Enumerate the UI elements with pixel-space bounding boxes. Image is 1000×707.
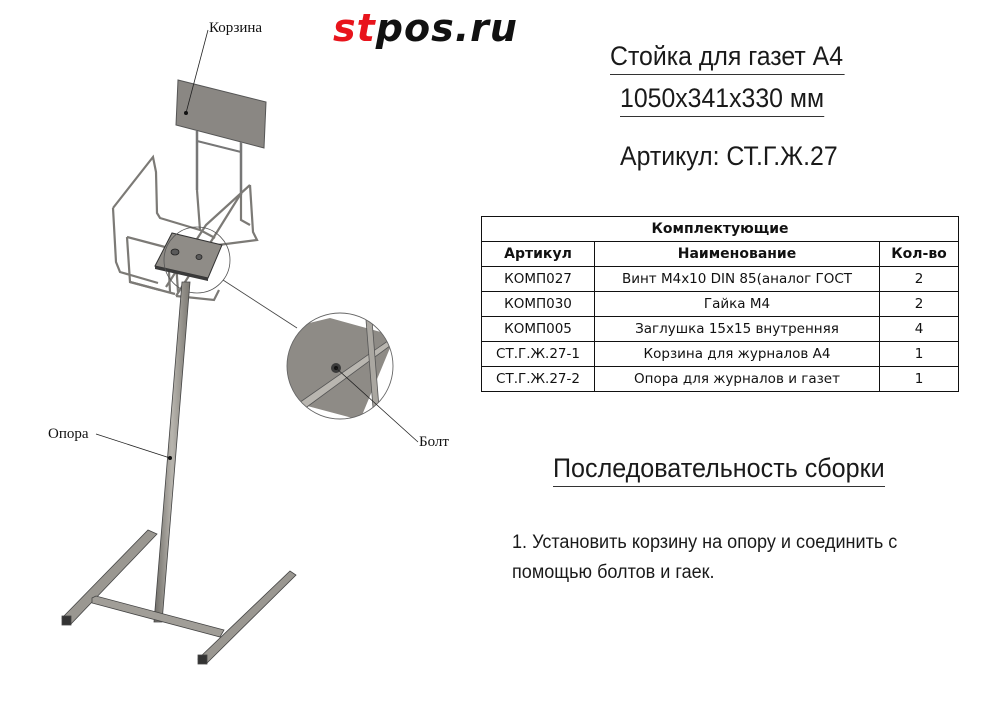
- cell-article: КОМП027: [481, 266, 595, 292]
- callout-support: Опора: [48, 426, 89, 442]
- basket-leader-line: [185, 29, 209, 114]
- components-table: Комплектующие Артикул Наименование Кол-в…: [481, 216, 959, 392]
- cell-name: Опора для журналов и газет: [594, 366, 880, 392]
- product-article: Артикул: СТ.Г.Ж.27: [620, 141, 838, 171]
- callout-bolt: Болт: [419, 434, 449, 450]
- column-header-article: Артикул: [481, 241, 595, 267]
- support-pole: [153, 281, 191, 623]
- logo-accent-text: st: [333, 6, 376, 50]
- support-base: [61, 529, 297, 665]
- cell-qty: 2: [879, 291, 959, 317]
- callout-basket: Корзина: [209, 20, 263, 36]
- column-header-qty: Кол-во: [879, 241, 959, 267]
- assembly-step-1-line-1: 1. Установить корзину на опору и соедини…: [512, 532, 898, 553]
- cell-article: КОМП005: [481, 316, 595, 342]
- logo-main-text: pos.ru: [375, 6, 518, 50]
- mounting-plate: [154, 232, 223, 281]
- table-row: КОМП030 Гайка М4 2: [481, 291, 959, 317]
- basket-leader-dot: [184, 111, 188, 115]
- table-row: СТ.Г.Ж.27-1 Корзина для журналов А4 1: [481, 341, 959, 367]
- cell-qty: 1: [879, 366, 959, 392]
- table-header-row: Артикул Наименование Кол-во: [481, 241, 959, 267]
- table-row: КОМП027 Винт М4х10 DIN 85(аналог ГОСТ 2: [481, 266, 959, 292]
- sign-plate: [175, 79, 267, 195]
- support-leader-dot: [168, 456, 172, 460]
- table-title: Комплектующие: [481, 216, 959, 242]
- assembly-step-1-line-2: помощью болтов и гаек.: [512, 562, 715, 583]
- stand-drawing: [61, 29, 419, 665]
- cell-name: Гайка М4: [594, 291, 880, 317]
- cell-name: Корзина для журналов А4: [594, 341, 880, 367]
- cell-article: СТ.Г.Ж.27-2: [481, 366, 595, 392]
- bolt-leader-line: [335, 367, 419, 443]
- table-row: СТ.Г.Ж.27-2 Опора для журналов и газет 1: [481, 366, 959, 392]
- detail-circle-small: [163, 226, 231, 294]
- cell-name: Винт М4х10 DIN 85(аналог ГОСТ: [594, 266, 880, 292]
- product-dimensions: 1050x341x330 мм: [620, 82, 825, 117]
- assembly-step-1: 1. Установить корзину на опору и соедини…: [512, 528, 992, 588]
- cell-qty: 2: [879, 266, 959, 292]
- stpos-logo: stpos.ru: [333, 8, 518, 48]
- product-name: Стойка для газет А4: [610, 40, 845, 75]
- basket-wireframe: [111, 154, 259, 302]
- table-row: КОМП005 Заглушка 15х15 внутренняя 4: [481, 316, 959, 342]
- table-title-row: Комплектующие: [481, 216, 959, 242]
- column-header-name: Наименование: [594, 241, 880, 267]
- detail-leader-line: [222, 279, 298, 329]
- cell-article: КОМП030: [481, 291, 595, 317]
- assembly-title: Последовательность сборки: [553, 452, 885, 487]
- support-leader-line: [95, 433, 171, 459]
- cell-qty: 4: [879, 316, 959, 342]
- bolt-detail-view: [286, 312, 394, 420]
- cell-qty: 1: [879, 341, 959, 367]
- cell-name: Заглушка 15х15 внутренняя: [594, 316, 880, 342]
- cell-article: СТ.Г.Ж.27-1: [481, 341, 595, 367]
